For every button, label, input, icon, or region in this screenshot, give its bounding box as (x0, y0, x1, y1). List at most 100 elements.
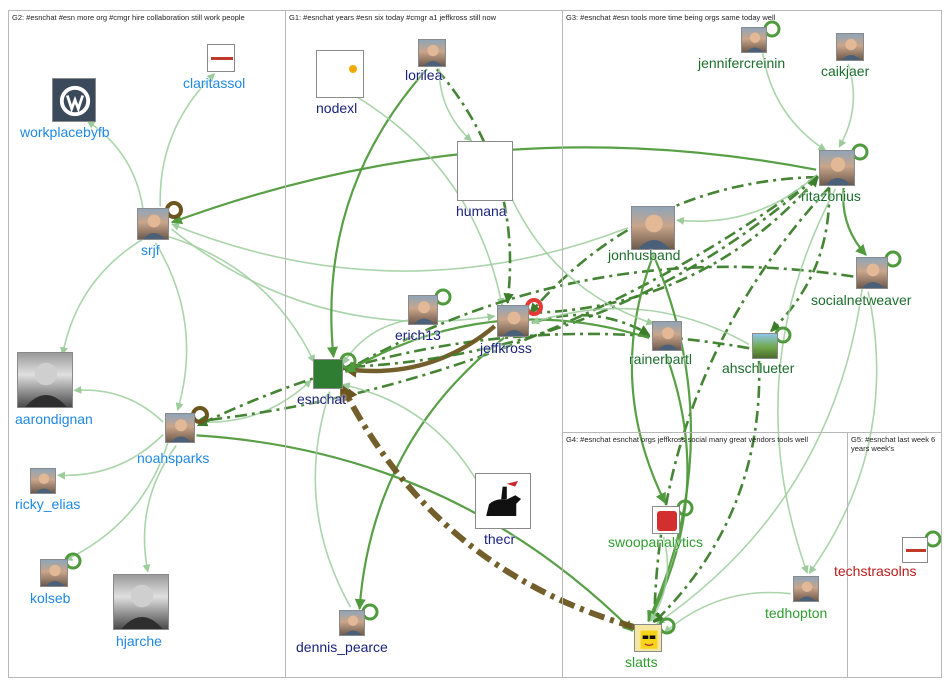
rainerbartl-label[interactable]: rainerbartl (629, 351, 693, 367)
jennifercreinin-avatar[interactable] (741, 27, 767, 53)
ricky_elias-avatar[interactable] (30, 468, 56, 494)
edge-ahschlueter-to-slatts (653, 360, 761, 624)
edge-jeffkross-to-ritazonius (530, 176, 819, 315)
edge-ritazonius-to-socialnetweaver (842, 187, 867, 256)
hjarche-avatar[interactable] (113, 574, 169, 630)
edge-slatts-to-esnchat (339, 382, 636, 631)
edge-lorilea-to-esnchat (327, 68, 428, 358)
thecr-label[interactable]: thecr (484, 531, 516, 547)
edge-ritazonius-to-jonhusband (676, 173, 818, 225)
claritassol-avatar[interactable] (207, 44, 235, 72)
edge-srjf-to-aarondignan (60, 238, 143, 356)
edge-noahsparks-to-slatts (196, 434, 634, 632)
techstrasolns-avatar[interactable] (902, 537, 928, 563)
group-box-g5: G5: #esnchat last week 6 years week's (847, 432, 942, 678)
group-label-g4: G4: #esnchat esnchat orgs jeffkross soci… (566, 435, 809, 444)
ahschlueter-label[interactable]: ahschlueter (722, 360, 795, 376)
edge-noahsparks-to-esnchat (196, 379, 312, 423)
erich13-label[interactable]: erich13 (395, 327, 441, 343)
srjf-label[interactable]: srjf (141, 242, 160, 258)
edge-noahsparks-to-aarondignan (73, 385, 164, 423)
nodexl-avatar[interactable] (316, 50, 364, 98)
edge-humana-to-rainerbartl (508, 192, 655, 326)
claritassol-label[interactable]: claritassol (183, 75, 246, 91)
noahsparks-label[interactable]: noahsparks (137, 450, 210, 466)
edge-caikjaer-to-ritazonius (838, 63, 855, 148)
rainerbartl-avatar[interactable] (652, 321, 682, 351)
ritazonius-label[interactable]: ritazonius (801, 188, 861, 204)
humana-label[interactable]: humana (456, 203, 507, 219)
tedhopton-label[interactable]: tedhopton (765, 605, 828, 621)
group-box-g4: G4: #esnchat esnchat orgs jeffkross soci… (562, 432, 848, 678)
aarondignan-avatar[interactable] (17, 352, 73, 408)
edge-ritazonius-to-jeffkross (529, 175, 819, 314)
edge-thecr-to-esnchat (341, 382, 479, 484)
edge-lorilea-to-humana (438, 68, 473, 142)
dennis_pearce-avatar[interactable] (339, 610, 365, 636)
ritazonius-avatar[interactable] (819, 150, 855, 186)
caikjaer-avatar[interactable] (836, 33, 864, 61)
edge-jennifercreinin-to-ritazonius (761, 53, 827, 152)
slatts-label[interactable]: slatts (625, 654, 658, 670)
edge-jonhusband-to-srjf (171, 223, 629, 272)
edge-noahsparks-to-kolseb (64, 441, 169, 561)
slatts-avatar[interactable] (634, 624, 662, 652)
edge-noahsparks-to-ricky_elias (57, 433, 164, 480)
erich13-avatar[interactable] (408, 295, 438, 325)
edge-ahschlueter-to-jeffkross (531, 307, 750, 346)
jonhusband-avatar[interactable] (631, 206, 675, 250)
edge-jonhusband-to-swoopanalytics (630, 252, 667, 504)
edge-srjf-to-noahsparks (154, 242, 188, 411)
swoopanalytics-label[interactable]: swoopanalytics (608, 534, 703, 550)
edge-socialnetweaver-to-slatts (656, 289, 863, 625)
esnchat-label[interactable]: esnchat (297, 391, 347, 407)
edge-jeffkross-to-esnchat (342, 324, 497, 378)
edge-noahsparks-to-hjarche (142, 445, 177, 573)
ahschlueter-avatar[interactable] (752, 333, 778, 359)
edge-jeffkross-to-dennis_pearce (354, 336, 505, 610)
edge-socialnetweaver-to-esnchat (344, 265, 854, 372)
noahsparks-avatar[interactable] (165, 413, 195, 443)
esnchat-avatar[interactable] (313, 359, 343, 389)
edge-ritazonius-to-tedhopton (777, 188, 837, 574)
group-label-g5: G5: #esnchat last week 6 years week's (851, 435, 936, 453)
edge-ritazonius-to-noahsparks (195, 174, 819, 426)
lorilea-label[interactable]: lorilea (405, 67, 443, 83)
socialnetweaver-label[interactable]: socialnetweaver (811, 292, 912, 308)
edge-nodexl-to-jeffkross (355, 95, 505, 307)
edge-ritazonius-to-esnchat (343, 174, 819, 372)
jeffkross-avatar[interactable] (497, 305, 529, 337)
socialnetweaver-avatar[interactable] (856, 257, 888, 289)
edge-dennis_pearce-to-esnchat (314, 391, 352, 608)
dennis_pearce-label[interactable]: dennis_pearce (296, 639, 388, 655)
edge-srjf-to-workplacebyfb (86, 120, 144, 209)
edge-srjf-to-claritassol (159, 73, 216, 207)
jennifercreinin-label[interactable]: jennifercreinin (698, 55, 786, 71)
aarondignan-label[interactable]: aarondignan (15, 411, 93, 427)
group-label-g2: G2: #esnchat #esn more org #cmgr hire co… (12, 13, 245, 22)
tedhopton-avatar[interactable] (793, 576, 819, 602)
techstrasolns-label[interactable]: techstrasolns (834, 563, 917, 579)
swoopanalytics-avatar[interactable] (652, 506, 680, 534)
jeffkross-label[interactable]: jeffkross (480, 340, 532, 356)
kolseb-avatar[interactable] (40, 559, 68, 587)
ricky_elias-label[interactable]: ricky_elias (15, 496, 81, 512)
kolseb-label[interactable]: kolseb (30, 590, 71, 606)
workplacebyfb-avatar[interactable] (52, 78, 96, 122)
caikjaer-label[interactable]: caikjaer (821, 63, 870, 79)
lorilea-avatar[interactable] (418, 39, 446, 67)
nodexl-label[interactable]: nodexl (316, 100, 358, 116)
edge-jeffkross-to-rainerbartl (531, 313, 651, 336)
edge-socialnetweaver-to-tedhopton (808, 291, 878, 574)
hjarche-label[interactable]: hjarche (116, 633, 162, 649)
group-label-g3: G3: #esnchat #esn tools more time being … (566, 13, 776, 22)
humana-avatar[interactable] (457, 141, 513, 201)
edge-ritazonius-to-slatts (649, 186, 831, 624)
edge-tedhopton-to-slatts (663, 591, 791, 634)
jonhusband-label[interactable]: jonhusband (608, 247, 681, 263)
workplacebyfb-label[interactable]: workplacebyfb (20, 124, 110, 140)
srjf-avatar[interactable] (137, 208, 169, 240)
thecr-avatar[interactable] (475, 473, 531, 529)
